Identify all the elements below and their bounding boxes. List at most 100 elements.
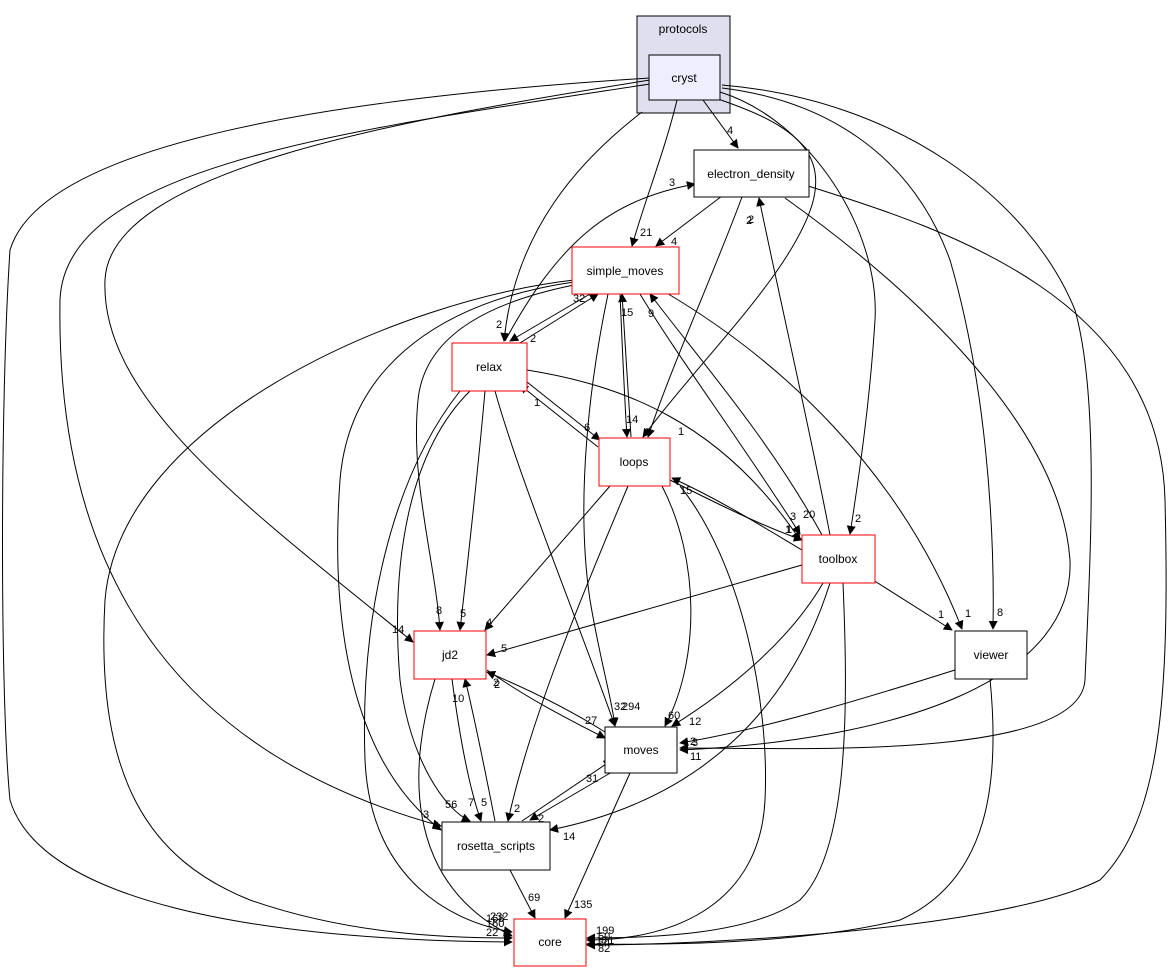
edge-viewer-core (586, 678, 994, 949)
label-moves-core: 135 (574, 899, 592, 911)
edges (2, 77, 1167, 950)
label-electron-density-core: 50 (598, 931, 610, 943)
label-jd2-rosetta-scripts: 10 (452, 693, 464, 705)
label-moves-rosetta-scripts: 2 (538, 813, 544, 825)
node-label: relax (476, 360, 502, 374)
label-simple-moves-loops: 14 (626, 414, 638, 426)
edge-relax-loops (526, 381, 601, 441)
label-relax-moves: 32 (614, 701, 626, 713)
label-cryst-simple-moves: 21 (640, 227, 652, 239)
node-toolbox[interactable]: toolbox (801, 534, 876, 584)
edge-simple-moves-moves (583, 293, 619, 727)
edge-simple-moves-jd2 (415, 284, 575, 631)
node-label: toolbox (819, 552, 858, 566)
label-relax-core: 232 (490, 911, 508, 923)
edge-loops-moves (661, 485, 692, 727)
node-electron-density[interactable]: electron_density (693, 149, 810, 198)
label-loops-toolbox: 1 (786, 524, 792, 536)
node-label: jd2 (441, 648, 458, 662)
edge-relax-rosetta-scripts (397, 390, 471, 822)
label-loops-moves: 60 (668, 710, 680, 722)
node-box[interactable] (413, 630, 487, 680)
node-label: moves (623, 743, 658, 757)
edge-cryst-viewer (721, 87, 998, 630)
node-label: electron_density (707, 167, 794, 181)
label-toolbox-jd2: 5 (501, 643, 507, 655)
node-box[interactable] (598, 437, 671, 487)
node-rosetta-scripts[interactable]: rosetta_scripts (441, 821, 551, 871)
node-box[interactable] (604, 726, 678, 774)
edge-relax-core (364, 390, 513, 936)
edge-toolbox-core (586, 582, 846, 943)
edge-simple-moves-rosetta-scripts (337, 281, 575, 831)
label-toolbox-simple-moves: 9 (648, 308, 654, 320)
node-label: core (538, 935, 562, 949)
edge-simple-moves-viewer (664, 291, 964, 630)
edge-electron-density-simple-moves (655, 195, 723, 247)
edge-cryst-moves (679, 84, 1092, 753)
label-loops-relax: 1 (534, 397, 540, 409)
node-label: cryst (671, 71, 697, 85)
node-viewer[interactable]: viewer (954, 630, 1028, 680)
edge-cryst-loops (642, 97, 817, 438)
label-viewer-moves: 3 (692, 737, 698, 749)
node-box[interactable] (954, 630, 1028, 680)
edge-jd2-core (418, 678, 513, 937)
node-jd2[interactable]: jd2 (413, 630, 487, 680)
node-simple-moves[interactable]: simple_moves (571, 246, 680, 295)
label-simple-moves-core: 160 (486, 918, 504, 930)
label-loops-simple-moves: 15 (621, 307, 633, 319)
node-box[interactable] (801, 534, 876, 584)
edge-simple-moves-relax (509, 293, 591, 342)
edge-loops-jd2 (484, 485, 611, 631)
edge-moves-rosetta-scripts (529, 771, 613, 821)
edge-toolbox-simple-moves (649, 293, 823, 536)
edge-rosetta-scripts-core (509, 869, 536, 919)
node-label: viewer (974, 648, 1009, 662)
label-relax-jd2: 5 (460, 608, 466, 620)
edge-rosetta-scripts-moves (521, 759, 613, 822)
edge-simple-moves-toolbox (639, 293, 801, 535)
node-core[interactable]: core (513, 918, 587, 967)
node-label: loops (620, 455, 649, 469)
label-cryst-toolbox: 2 (855, 513, 861, 525)
edge-loops-toolbox (669, 479, 803, 542)
node-cryst[interactable]: cryst (648, 54, 721, 101)
label-cryst-moves: 11 (690, 751, 701, 763)
edge-cryst-simple-moves (629, 99, 678, 247)
label-simple-moves-core-b: 82 (598, 943, 610, 955)
label-electron-density-moves: 2 (690, 736, 696, 748)
edge-toolbox-viewer (872, 579, 953, 631)
label-loops-jd2: 4 (486, 617, 492, 629)
edge-cryst-relax (500, 111, 643, 342)
label-electron-density-loops: 2 (748, 214, 754, 226)
label-relax-toolbox: 1 (785, 524, 791, 536)
label-rosetta-scripts-moves: 31 (586, 773, 598, 785)
label-rosetta-scripts-jd2: 5 (481, 797, 487, 809)
edge-electron-density-core (586, 185, 1167, 950)
label-simple-moves-rosetta-scripts: 56 (445, 799, 457, 811)
label-toolbox-core: 171 (596, 935, 614, 947)
label-viewer-core: 34 (598, 937, 610, 949)
node-box[interactable] (513, 918, 587, 967)
label-toolbox-moves: 12 (689, 716, 701, 728)
edge-relax-electron-density (504, 181, 696, 342)
label-simple-moves-viewer: 1 (965, 608, 971, 620)
label-cryst-core: 22 (486, 927, 498, 939)
label-cryst-viewer: 8 (997, 607, 1003, 619)
node-box[interactable] (451, 342, 528, 392)
edge-electron-density-moves (679, 197, 1071, 755)
label-simple-moves-moves: 294 (622, 701, 640, 713)
label-cryst-loops: 1 (678, 426, 684, 438)
node-relax[interactable]: relax (451, 342, 528, 392)
label-loops-rosetta-scripts: 2 (514, 803, 520, 815)
edge-toolbox-electron-density (756, 197, 831, 536)
node-box[interactable] (648, 54, 721, 101)
edge-toolbox-jd2 (486, 564, 803, 658)
node-loops[interactable]: loops (598, 437, 671, 487)
node-moves[interactable]: moves (604, 726, 678, 774)
node-box[interactable] (571, 246, 680, 295)
node-box[interactable] (441, 821, 551, 871)
node-box[interactable] (693, 149, 810, 198)
